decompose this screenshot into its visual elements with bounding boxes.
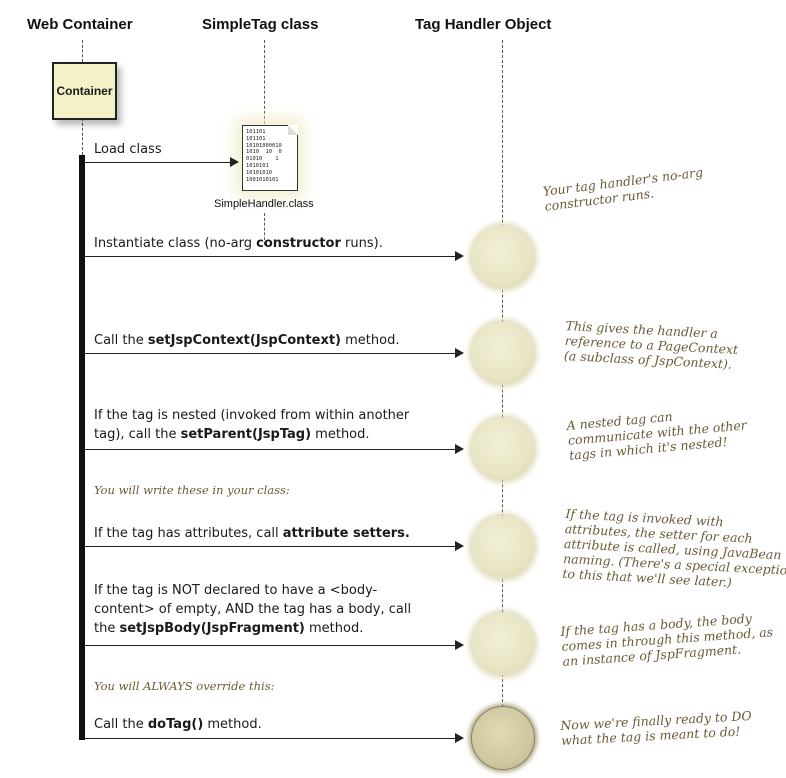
web-container-lifeline-top [82,40,83,62]
arrow-instantiate [85,251,464,261]
step-method: constructor [256,236,341,251]
step-text: method. [311,427,370,442]
handler-object-circle [472,516,534,578]
handler-object-circle [472,418,534,480]
step-attribute-setters: If the tag has attributes, call attribut… [94,524,410,543]
web-container-lifeline [82,118,83,155]
step-load-class: Load class [94,140,162,159]
step-set-jsp-body: If the tag is NOT declared to have a <bo… [94,581,411,638]
activation-bar [79,155,85,740]
simpletag-lifeline-top [264,40,265,124]
write-these-note: You will write these in your class: [94,483,290,497]
simpletag-lifeline-bottom [264,213,265,245]
step-text: tag), call the [94,427,181,442]
arrow-load-class [85,157,239,167]
note-attribute-setters: If the tag is invoked with attributes, t… [562,506,786,593]
step-set-jsp-context: Call the setJspContext(JspContext) metho… [94,331,399,350]
step-method: setJspBody(JspFragment) [119,621,305,636]
step-text: Instantiate class (no-arg [94,236,257,251]
arrow-do-tag [85,733,464,743]
step-text: method. [304,621,364,636]
arrow-set-jsp-context [85,348,464,358]
always-override-note: You will ALWAYS override this: [94,679,275,693]
step-text: method. [203,717,262,732]
simpletag-class-header: SimpleTag class [202,16,319,33]
step-text: If the tag is NOT declared to have a <bo… [94,583,378,598]
binary-text: 101101 101101 10101000010 1010 10 0 0101… [246,129,282,183]
step-method: setParent(JspTag) [180,427,312,442]
step-instantiate: Instantiate class (no-arg constructor ru… [94,234,383,253]
handler-object-circle [472,226,534,288]
handler-object-circle-final [471,706,535,770]
step-text: content> of empty, AND the tag has a bod… [94,602,412,617]
note-set-parent: A nested tag can communicate with the ot… [566,402,749,463]
step-method: setJspContext(JspContext) [147,333,342,348]
note-constructor: Your tag handler's no-arg constructor ru… [542,164,706,213]
class-file-label: SimpleHandler.class [214,198,314,210]
step-text: If the tag is nested (invoked from withi… [94,408,410,423]
step-text: runs). [340,236,383,251]
handler-object-circle [472,322,534,384]
file-fold-corner [288,125,298,135]
tag-handler-object-header: Tag Handler Object [415,16,552,33]
container-box: Container [52,62,117,120]
step-method: attribute setters. [282,526,410,541]
step-text: method. [341,333,400,348]
step-load-class-text: Load class [94,142,162,157]
step-text: the [94,621,120,636]
step-do-tag: Call the doTag() method. [94,715,262,734]
step-text: If the tag has attributes, call [94,526,283,541]
class-file-icon: 101101 101101 10101000010 1010 10 0 0101… [242,125,298,191]
note-set-jsp-context: This gives the handler a reference to a … [564,318,740,372]
step-text: Call the [94,717,148,732]
step-method: doTag() [147,717,204,732]
handler-object-circle [472,613,534,675]
note-do-tag: Now we're finally ready to DO what the t… [560,708,753,748]
arrow-set-parent [85,444,464,454]
step-text: Call the [94,333,148,348]
step-set-parent: If the tag is nested (invoked from withi… [94,406,409,444]
note-set-jsp-body: If the tag has a body, the body comes in… [560,609,775,669]
arrow-set-jsp-body [85,640,464,650]
arrow-attribute-setters [85,541,464,551]
web-container-header: Web Container [27,16,133,33]
tag-handler-lifeline [502,40,503,762]
